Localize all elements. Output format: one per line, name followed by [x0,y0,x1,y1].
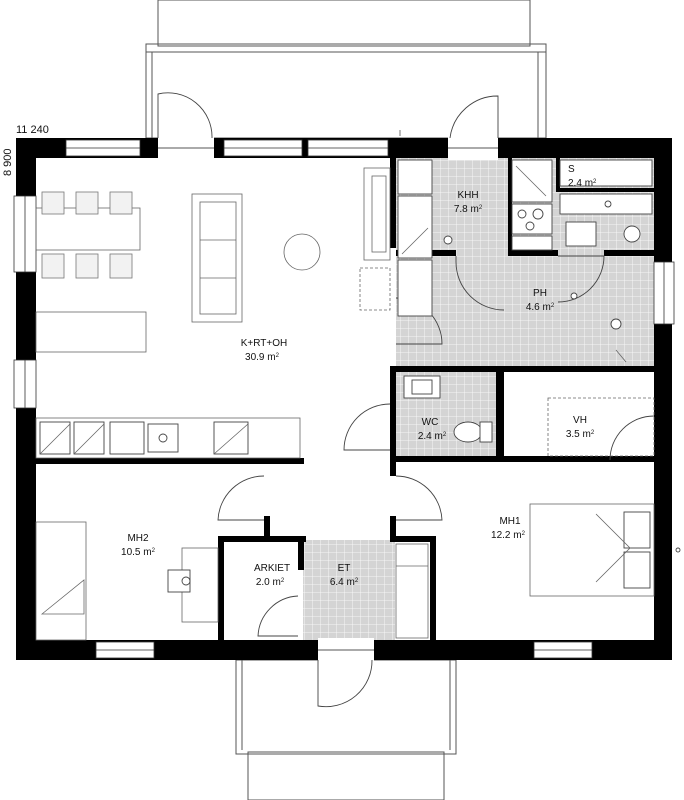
sideboard [35,311,147,353]
room-labels: K+RT+OH 30.9 m2 KHH 7.8 m2 S 2.4 m2 PH 4… [121,164,597,588]
exterior-doors [157,92,499,708]
wash-fixtures [570,292,627,363]
bedroom2-room-area: 10.5 m2 [121,547,156,558]
kitchen-room-name: KHH [457,190,478,201]
utility-fixtures [397,159,553,317]
entry-room-name: ET [338,563,351,574]
sauna-room-name: S [568,164,575,175]
entry-room-area: 6.4 m2 [330,577,359,588]
bottom-terrace [235,659,457,800]
width-dimension: 11 240 [16,124,49,136]
bedroom2-furniture [35,521,219,641]
sauna-room-area: 2.4 m2 [568,178,597,189]
kitchen-counter [35,417,301,459]
sauna-benches [559,159,653,247]
bedroom1-room-name: MH1 [499,516,521,527]
kitchen-room-area: 7.8 m2 [454,204,483,215]
double-bed [529,503,681,597]
wc-room-area: 2.4 m2 [418,431,447,442]
round-table [283,233,321,271]
wash-room-name: PH [533,288,547,299]
top-terrace [145,0,547,139]
closet-room-area: 3.5 m2 [566,429,595,440]
dining-set [35,191,141,279]
wc-fixtures [403,375,493,443]
closet-shelf [547,397,655,457]
wc-room-name: WC [422,417,439,428]
windows [13,139,675,659]
living-room-name: K+RT+OH [241,338,288,349]
living-room-area: 30.9 m2 [245,352,280,363]
closet-room-name: VH [573,415,587,426]
fireplace [359,167,391,311]
entry-furniture [395,543,429,639]
sofa [191,193,243,323]
bedroom1-room-area: 12.2 m2 [491,530,526,541]
height-dimension: 8 900 [2,148,14,176]
storage-room-area: 2.0 m2 [256,577,285,588]
tiled-floors [303,158,654,642]
storage-room-name: ARKIET [254,563,290,574]
bedroom2-room-name: MH2 [127,533,149,544]
wash-room-area: 4.6 m2 [526,302,555,313]
